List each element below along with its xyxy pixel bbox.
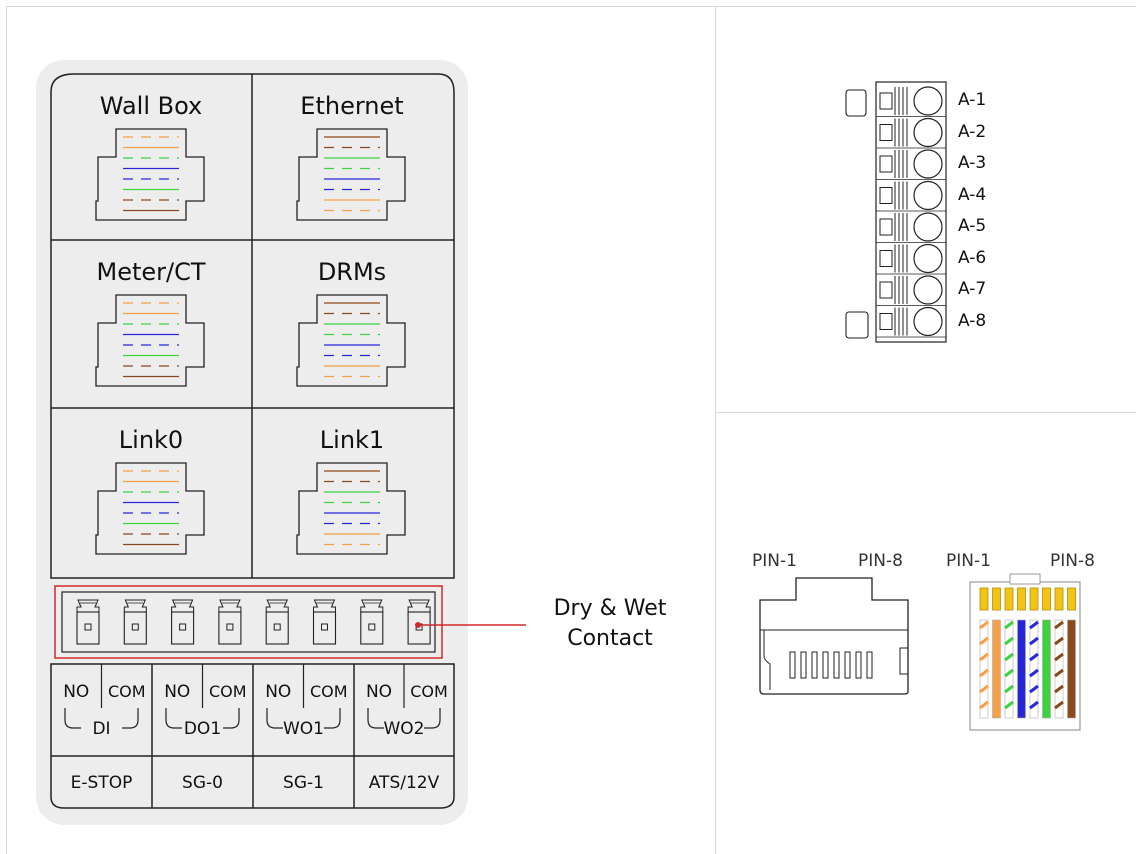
terminal-label-a3: A-3 xyxy=(958,153,987,173)
terminal-label-a7: A-7 xyxy=(958,279,987,299)
terminal-pin-5 xyxy=(265,599,289,645)
port-3: Meter/CT xyxy=(95,258,206,387)
no-label: NO xyxy=(265,682,291,702)
callout-line-2: Contact xyxy=(567,626,653,651)
callout-line-1: Dry & Wet xyxy=(553,596,667,621)
com-label: COM xyxy=(410,682,448,701)
no-label: NO xyxy=(164,682,190,702)
rj45-jack-icon xyxy=(95,128,205,221)
terminal-label-a4: A-4 xyxy=(958,184,987,205)
callout-dot xyxy=(415,622,421,628)
port-1: Wall Box xyxy=(95,92,205,221)
no-label: NO xyxy=(366,682,392,702)
terminal-label-a2: A-2 xyxy=(958,121,987,142)
dry-wet-contact-label: Dry & Wet Contact xyxy=(530,594,690,654)
dry-wet-contact-highlight xyxy=(54,585,443,659)
terminal-label-a1: A-1 xyxy=(958,90,987,110)
page-frame xyxy=(6,6,1136,854)
port-label: Ethernet xyxy=(300,92,403,120)
com-label: COM xyxy=(310,682,348,701)
port-2: Ethernet xyxy=(296,92,406,221)
right-pin1-label: PIN-1 xyxy=(946,551,991,571)
port-label: DRMs xyxy=(318,258,386,286)
contact-table xyxy=(50,663,455,809)
vertical-divider xyxy=(715,6,716,854)
com-label: COM xyxy=(209,682,247,701)
port-grid-outline xyxy=(50,73,455,579)
pair-label: DO1 xyxy=(184,719,221,739)
pair-label: DI xyxy=(92,719,110,739)
function-label: SG-0 xyxy=(182,773,223,793)
function-label: E-STOP xyxy=(71,773,133,793)
horizontal-divider xyxy=(715,412,1136,413)
port-6: Link1 xyxy=(296,426,406,555)
terminal-pin-4 xyxy=(218,599,242,645)
right-pin8-label: PIN-8 xyxy=(1050,551,1095,571)
terminal-pin-3 xyxy=(171,599,195,645)
terminal-label-a8: A-8 xyxy=(958,310,987,331)
port-label: Meter/CT xyxy=(96,258,205,286)
function-label: SG-1 xyxy=(283,773,324,793)
port-5: Link0 xyxy=(95,426,205,555)
rj45-jack-icon xyxy=(296,294,406,387)
com-label: COM xyxy=(108,682,146,701)
rj45-jack-icon xyxy=(296,462,406,555)
pair-label: WO2 xyxy=(383,719,424,739)
port-4: DRMs xyxy=(296,258,406,387)
terminal-pin-1 xyxy=(76,599,100,645)
terminal-label-a6: A-6 xyxy=(958,247,987,268)
rj45-jack-icon xyxy=(95,294,205,387)
left-pin8-label: PIN-8 xyxy=(858,551,903,571)
port-label: Wall Box xyxy=(100,92,202,120)
terminal-pin-7 xyxy=(360,599,384,645)
rj45-jack-icon xyxy=(95,462,205,555)
terminal-pin-6 xyxy=(312,599,337,645)
rj45-jack-icon xyxy=(296,128,406,221)
no-label: NO xyxy=(63,682,89,702)
port-label: Link0 xyxy=(119,426,183,454)
contact-group-1: NO COM DI E-STOP xyxy=(63,664,146,793)
left-pin1-label: PIN-1 xyxy=(752,551,797,571)
pair-label: WO1 xyxy=(283,719,324,739)
port-label: Link1 xyxy=(320,426,384,454)
function-label: ATS/12V xyxy=(369,773,440,793)
terminal-block xyxy=(61,591,436,653)
terminal-label-a5: A-5 xyxy=(958,216,987,236)
terminal-pin-8 xyxy=(407,599,431,645)
terminal-pin-2 xyxy=(123,599,147,645)
